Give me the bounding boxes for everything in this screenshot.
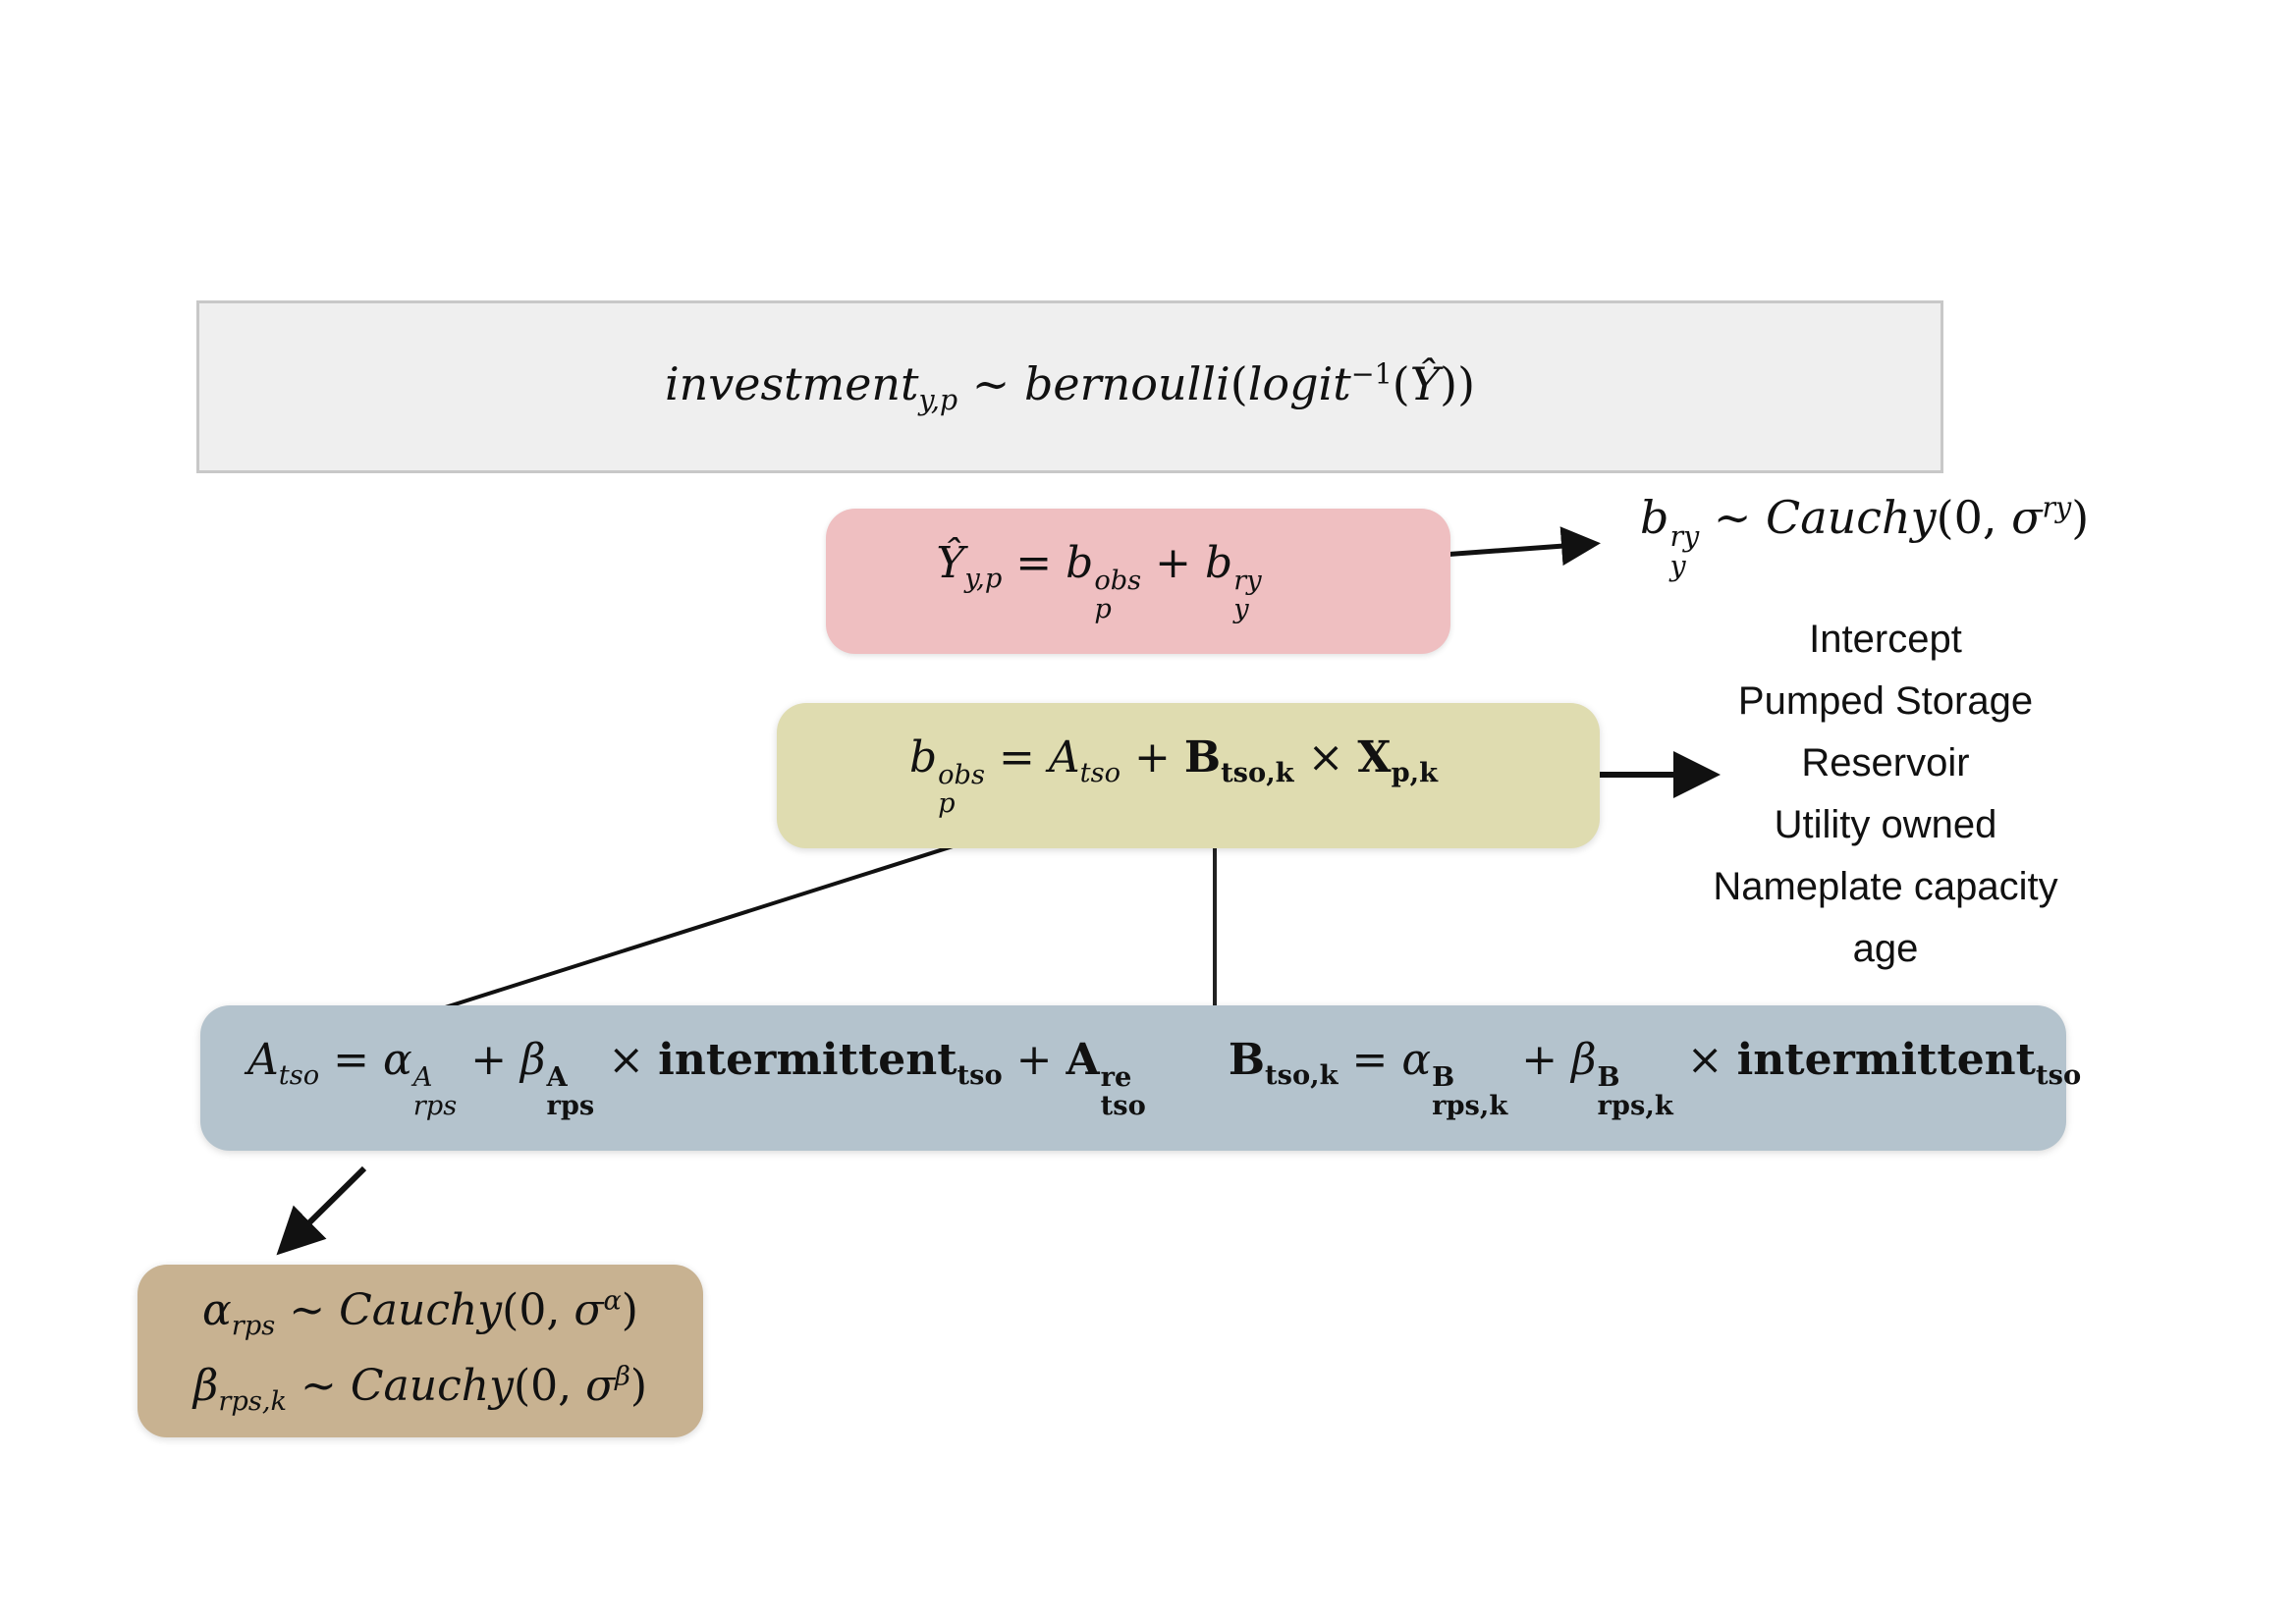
likelihood-dist: bernoulli (1023, 356, 1230, 410)
likelihood-link: logit (1247, 356, 1351, 410)
prior-ry-lhs: b (1640, 491, 1669, 544)
alpha-a-sub: rps (412, 1091, 458, 1122)
covariate-item: Reservoir (1801, 741, 1970, 784)
a-tso-lhs: A (247, 1035, 279, 1086)
b-tso-lhs: B (1228, 1035, 1266, 1086)
covariate-item: age (1852, 927, 1919, 970)
beta-a-sup: A (546, 1061, 568, 1094)
obs-a: A (1048, 732, 1080, 784)
prior-ry-scale-sup: ry (2042, 491, 2072, 524)
beta-prior-dist: Cauchy (350, 1361, 514, 1411)
covariate-list: Intercept Pumped Storage Reservoir Utili… (1669, 609, 2102, 980)
obs-lhs-sup: obs (938, 760, 986, 791)
beta-prior-scale-sup: β (615, 1361, 630, 1392)
intermittent-a: intermittent (658, 1035, 957, 1086)
likelihood-equation: investmenty,p ∼ bernoulli(logit−1(Ŷ)) (664, 356, 1476, 417)
likelihood-link-sup: −1 (1350, 357, 1393, 391)
beta-b-sub: rps,k (1597, 1090, 1673, 1122)
obs-lhs: b (908, 732, 938, 784)
prior-ry-lhs-sup: ry (1669, 519, 1700, 553)
priors-rps-box: αrps ∼ Cauchy(0, σα) βrps,k ∼ Cauchy(0, … (137, 1265, 703, 1437)
alpha-b-sub: rps,k (1432, 1090, 1508, 1122)
yhat-sub: y,p (964, 564, 1003, 595)
b-ry-symbol: b (1205, 538, 1233, 589)
obs-b: B (1183, 732, 1222, 784)
a-re-sub: tso (1100, 1090, 1146, 1122)
alpha-prior-sub: rps (231, 1311, 276, 1341)
obs-lhs-sub: p (938, 788, 956, 820)
prior-ry-dist: Cauchy (1766, 491, 1937, 544)
covariate-item: Nameplate capacity (1713, 865, 2058, 908)
intermittent-b: intermittent (1736, 1035, 2036, 1086)
b-ry-sub: y (1233, 594, 1249, 625)
covariate-item: Utility owned (1774, 803, 1997, 846)
a-re: A (1066, 1035, 1100, 1086)
a-tso-lhs-sub: tso (278, 1060, 320, 1092)
obs-x-sub: p,k (1391, 757, 1439, 789)
obs-a-sub: tso (1079, 758, 1121, 789)
likelihood-lhs: investment (664, 356, 919, 410)
beta-prior-sub: rps,k (218, 1385, 288, 1417)
b-obs-symbol: b (1066, 538, 1094, 589)
alpha-a-sup: A (412, 1062, 433, 1094)
intermittent-a-sub: tso (957, 1059, 1003, 1092)
a-re-sup: re (1100, 1061, 1132, 1094)
alpha-prior-scale-sup: α (603, 1285, 622, 1317)
yhat-symbol: Ŷ (936, 538, 965, 589)
covariate-item: Pumped Storage (1737, 679, 2034, 723)
alpha-b-sup: B (1432, 1061, 1455, 1094)
b-obs-sup: obs (1094, 566, 1142, 597)
prior-ry-scale: σ (2011, 491, 2043, 544)
obs-x: X (1357, 732, 1392, 784)
b-tso-lhs-sub: tso,k (1265, 1059, 1339, 1092)
intermittent-b-sub: tso (2036, 1059, 2082, 1092)
alpha-prior-equation: αrps ∼ Cauchy(0, σα) (202, 1285, 638, 1341)
beta-a-sub: rps (546, 1090, 595, 1122)
obs-b-sub: tso,k (1221, 757, 1294, 789)
prior-ry-lhs-sub: y (1669, 549, 1686, 582)
likelihood-lhs-sub: y,p (918, 384, 958, 417)
likelihood-box: investmenty,p ∼ bernoulli(logit−1(Ŷ)) (196, 300, 1943, 473)
arrow-to-priors-rps (276, 1165, 367, 1256)
b-ry-sup: ry (1233, 566, 1262, 597)
beta-prior-equation: βrps,k ∼ Cauchy(0, σβ) (192, 1361, 648, 1417)
covariate-item: Intercept (1809, 618, 1962, 661)
b-obs-sub: p (1094, 594, 1112, 625)
alpha-prior-dist: Cauchy (339, 1285, 503, 1336)
beta-b-sup: B (1597, 1061, 1620, 1094)
likelihood-arg: Ŷ (1409, 356, 1441, 410)
